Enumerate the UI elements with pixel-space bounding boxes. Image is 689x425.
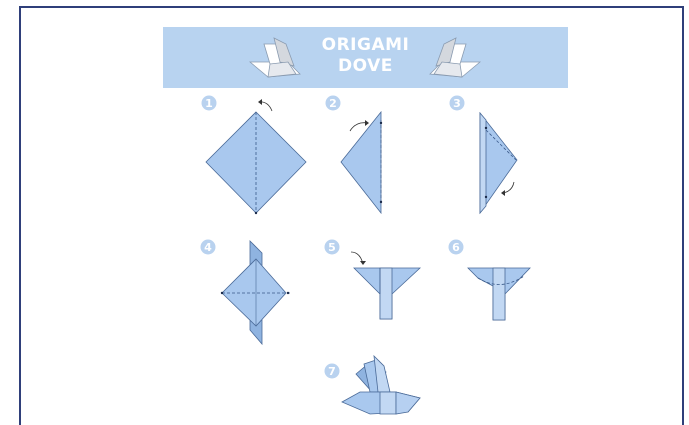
banner-dove-right-icon	[430, 38, 480, 77]
step-6-number: 6	[452, 241, 460, 254]
step-7-number: 7	[328, 365, 336, 378]
step-3: 3	[450, 96, 518, 214]
step-2-badge: 2	[326, 96, 341, 111]
step-2-paper	[341, 112, 381, 213]
finished-dove-icon	[342, 356, 420, 414]
step-3-number: 3	[453, 97, 461, 110]
banner-dove-left-icon	[250, 38, 300, 77]
step-1: 1	[202, 96, 307, 215]
step-4-badge: 4	[201, 240, 216, 255]
step-5-badge: 5	[325, 240, 340, 255]
step-3-badge: 3	[450, 96, 465, 111]
step-5-number: 5	[328, 241, 336, 254]
step-2: 2	[326, 96, 383, 214]
step-6: 6	[449, 240, 531, 321]
step-4-paper	[222, 259, 286, 326]
step-6-badge: 6	[449, 240, 464, 255]
step-1-number: 1	[205, 97, 213, 110]
step-4-number: 4	[204, 241, 212, 254]
step-5: 5	[325, 240, 421, 320]
step-7: 7	[325, 356, 421, 414]
step-7-badge: 7	[325, 364, 340, 379]
step-2-number: 2	[329, 97, 337, 110]
step-4: 4	[201, 240, 291, 345]
step-1-badge: 1	[202, 96, 217, 111]
